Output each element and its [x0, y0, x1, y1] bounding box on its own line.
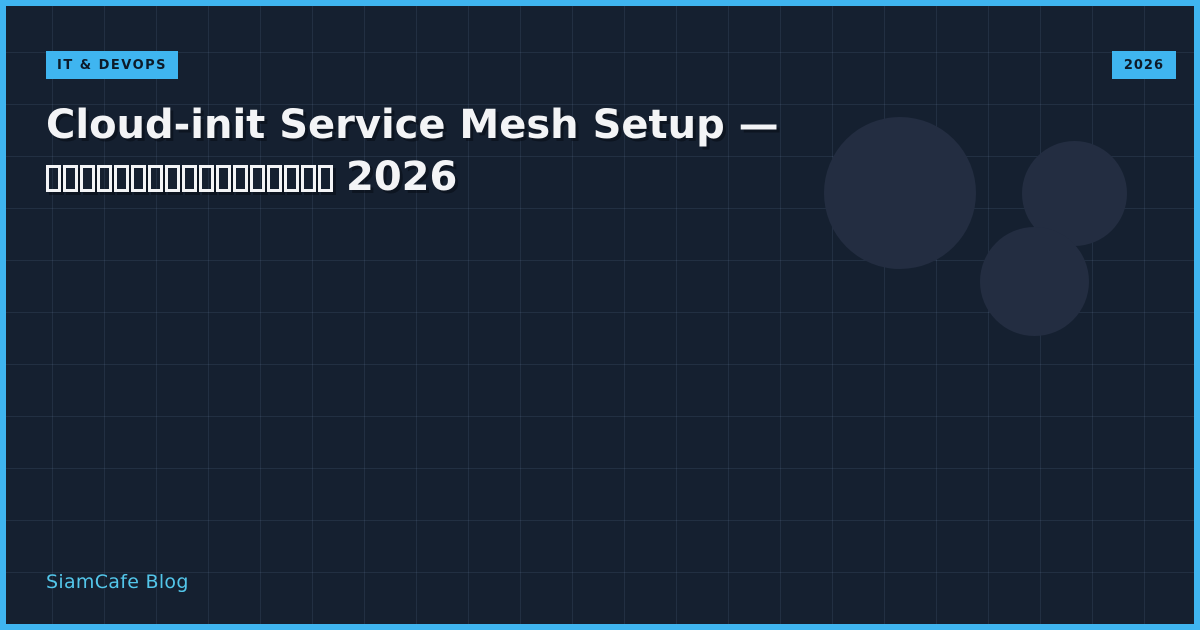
missing-glyph-box	[63, 165, 78, 192]
thai-title-missing-glyphs	[46, 154, 335, 200]
post-title-year: 2026	[346, 154, 458, 200]
site-name: SiamCafe Blog	[46, 571, 189, 593]
missing-glyph-box	[165, 165, 180, 192]
missing-glyph-box	[182, 165, 197, 192]
missing-glyph-box	[250, 165, 265, 192]
missing-glyph-box	[199, 165, 214, 192]
missing-glyph-box	[216, 165, 231, 192]
missing-glyph-box	[233, 165, 248, 192]
missing-glyph-box	[284, 165, 299, 192]
post-title-line1: Cloud-init Service Mesh Setup —	[46, 102, 779, 148]
post-title-line2: 2026	[46, 151, 806, 203]
missing-glyph-box	[97, 165, 112, 192]
missing-glyph-box	[301, 165, 316, 192]
missing-glyph-box	[80, 165, 95, 192]
missing-glyph-box	[318, 165, 333, 192]
decorative-circle-small	[980, 227, 1089, 336]
missing-glyph-box	[114, 165, 129, 192]
missing-glyph-box	[267, 165, 282, 192]
missing-glyph-box	[148, 165, 163, 192]
category-badge: IT & DEVOPS	[46, 51, 179, 79]
year-badge: 2026	[1111, 51, 1176, 79]
post-title: Cloud-init Service Mesh Setup — 2026	[46, 99, 806, 203]
decorative-circle-large	[824, 117, 976, 269]
missing-glyph-box	[131, 165, 146, 192]
missing-glyph-box	[46, 165, 61, 192]
